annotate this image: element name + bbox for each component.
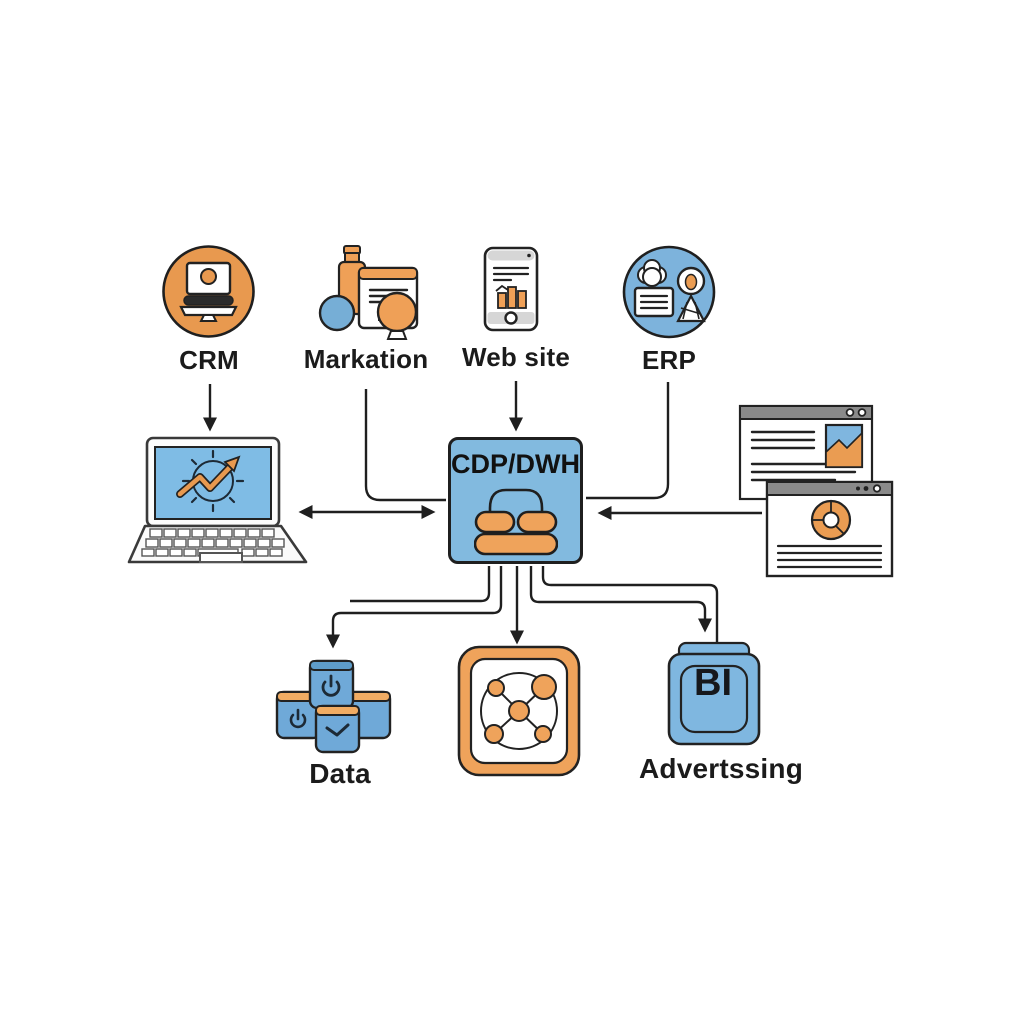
data-label: Data	[309, 758, 371, 789]
cdp-dwh-hub: CDP/DWH	[448, 437, 583, 564]
crm-label: CRM	[179, 345, 239, 375]
website-label: Web site	[461, 342, 571, 372]
crm-laptop-circle-icon	[162, 245, 255, 338]
network-nodes-icon	[457, 645, 581, 777]
bi-badge-text: BI	[694, 662, 732, 704]
line-hub-to-bi-second	[541, 566, 719, 644]
marketing-campaign-icon	[318, 245, 419, 340]
hub-label: CDP/DWH	[451, 449, 580, 479]
erp-people-badge-icon	[622, 245, 716, 339]
advertising-label: Advertssing	[638, 753, 804, 784]
arrow-hub-to-data	[326, 566, 503, 649]
bi-app-icon	[667, 641, 761, 746]
data-server-cluster-icon	[275, 659, 392, 754]
database-icon	[473, 488, 558, 556]
report-browser-windows-icon	[738, 404, 894, 578]
website-smartphone-icon	[483, 246, 539, 332]
marketing-label: Markation	[303, 344, 429, 374]
line-erp-to-hub	[586, 382, 670, 500]
arrow-hub-to-bi	[529, 566, 712, 633]
erp-label: ERP	[641, 345, 697, 375]
line-hub-left-stub	[350, 566, 491, 603]
line-marketing-to-hub	[364, 389, 446, 502]
analytics-laptop-icon	[127, 436, 308, 564]
